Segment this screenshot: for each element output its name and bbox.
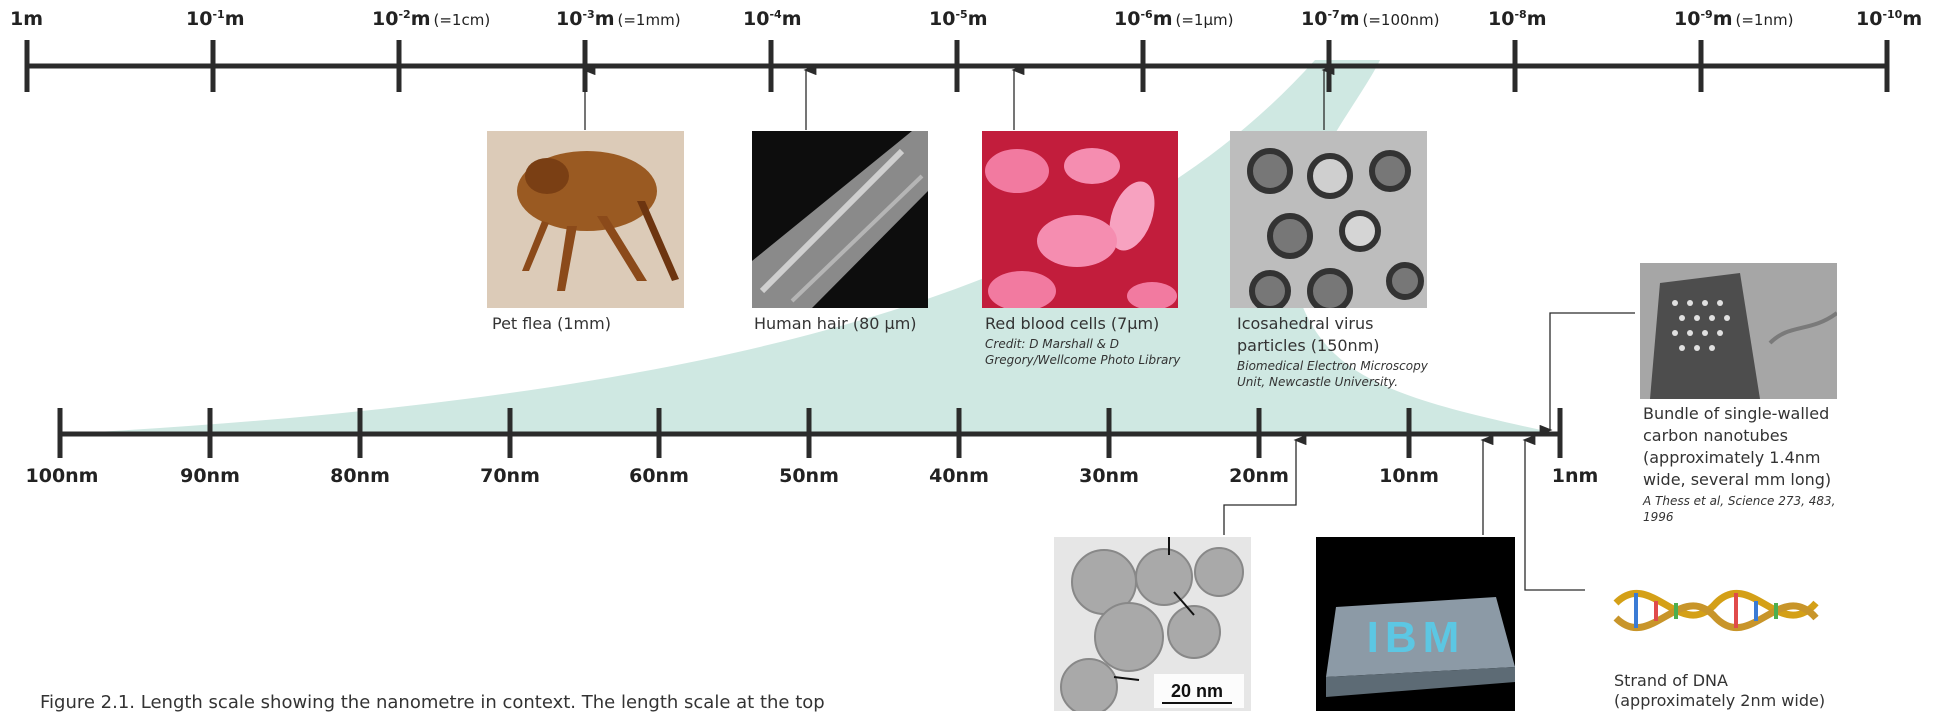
dna-arrow <box>1525 440 1585 590</box>
dna-image <box>1611 563 1819 659</box>
hair-caption: Human hair (80 µm) <box>754 313 917 334</box>
bottom-label: 90nm <box>180 465 240 487</box>
nanotube-caption-line: (approximately 1.4nm <box>1643 447 1820 468</box>
top-label-1e-1: 10-1m <box>186 8 245 30</box>
bottom-label: 40nm <box>929 465 989 487</box>
bottom-label: 50nm <box>779 465 839 487</box>
nanotube-caption-line: wide, several mm long) <box>1643 469 1831 490</box>
top-label-1e-6: 10-6m(=1µm) <box>1114 8 1233 30</box>
bottom-label: 60nm <box>629 465 689 487</box>
rbc-credit-line: Credit: D Marshall & D <box>985 337 1119 352</box>
top-label-1e-3: 10-3m(=1mm) <box>556 8 681 30</box>
tem-image: 20 nm <box>1054 537 1251 711</box>
nanotube-caption-line: Bundle of single-walled <box>1643 403 1829 424</box>
nanotube-caption-line: carbon nanotubes <box>1643 425 1788 446</box>
dna-caption-line: (approximately 2nm wide) <box>1614 690 1825 711</box>
top-label-1e-4: 10-4m <box>743 8 802 30</box>
top-label-1e-10: 10-10m <box>1856 8 1922 30</box>
rbc-credit-line: Gregory/Wellcome Photo Library <box>985 353 1180 368</box>
virus-image <box>1230 131 1427 308</box>
top-label-1e-2: 10-2m(=1cm) <box>372 8 490 30</box>
nanotube-credit-line: A Thess et al, Science 273, 483, <box>1643 494 1835 509</box>
bottom-label: 20nm <box>1229 465 1289 487</box>
top-label-1e-8: 10-8m <box>1488 8 1547 30</box>
virus-credit-line: Unit, Newcastle University. <box>1237 375 1398 390</box>
virus-caption-line: particles (150nm) <box>1237 335 1380 356</box>
virus-caption-line: Icosahedral virus <box>1237 313 1373 334</box>
top-label-1e-5: 10-5m <box>929 8 988 30</box>
figure-caption: Figure 2.1. Length scale showing the nan… <box>40 692 825 713</box>
top-label-1m: 1m <box>10 8 43 30</box>
virus-credit-line: Biomedical Electron Microscopy <box>1237 359 1428 374</box>
flea-caption: Pet flea (1mm) <box>492 313 611 334</box>
ibm-letters: IBM <box>1367 613 1466 662</box>
bottom-label: 1nm <box>1552 465 1599 487</box>
rbc-caption: Red blood cells (7µm) <box>985 313 1159 334</box>
dna-caption-line: Strand of DNA <box>1614 670 1728 691</box>
bottom-label: 80nm <box>330 465 390 487</box>
nanotube-image <box>1640 263 1837 399</box>
tem-scale-label: 20 nm <box>1171 681 1223 701</box>
top-label-1e-9: 10-9m(=1nm) <box>1674 8 1793 30</box>
hair-image <box>752 131 928 308</box>
nanotube-credit-line: 1996 <box>1643 510 1674 525</box>
bottom-label: 100nm <box>26 465 99 487</box>
rbc-image <box>982 131 1178 308</box>
bottom-label: 70nm <box>480 465 540 487</box>
nanotube-arrow <box>1550 313 1635 430</box>
bottom-label: 10nm <box>1379 465 1439 487</box>
top-label-1e-7: 10-7m(=100nm) <box>1301 8 1440 30</box>
ibm-atoms-image: IBM <box>1316 537 1515 711</box>
bottom-label: 30nm <box>1079 465 1139 487</box>
flea-image <box>487 131 684 308</box>
